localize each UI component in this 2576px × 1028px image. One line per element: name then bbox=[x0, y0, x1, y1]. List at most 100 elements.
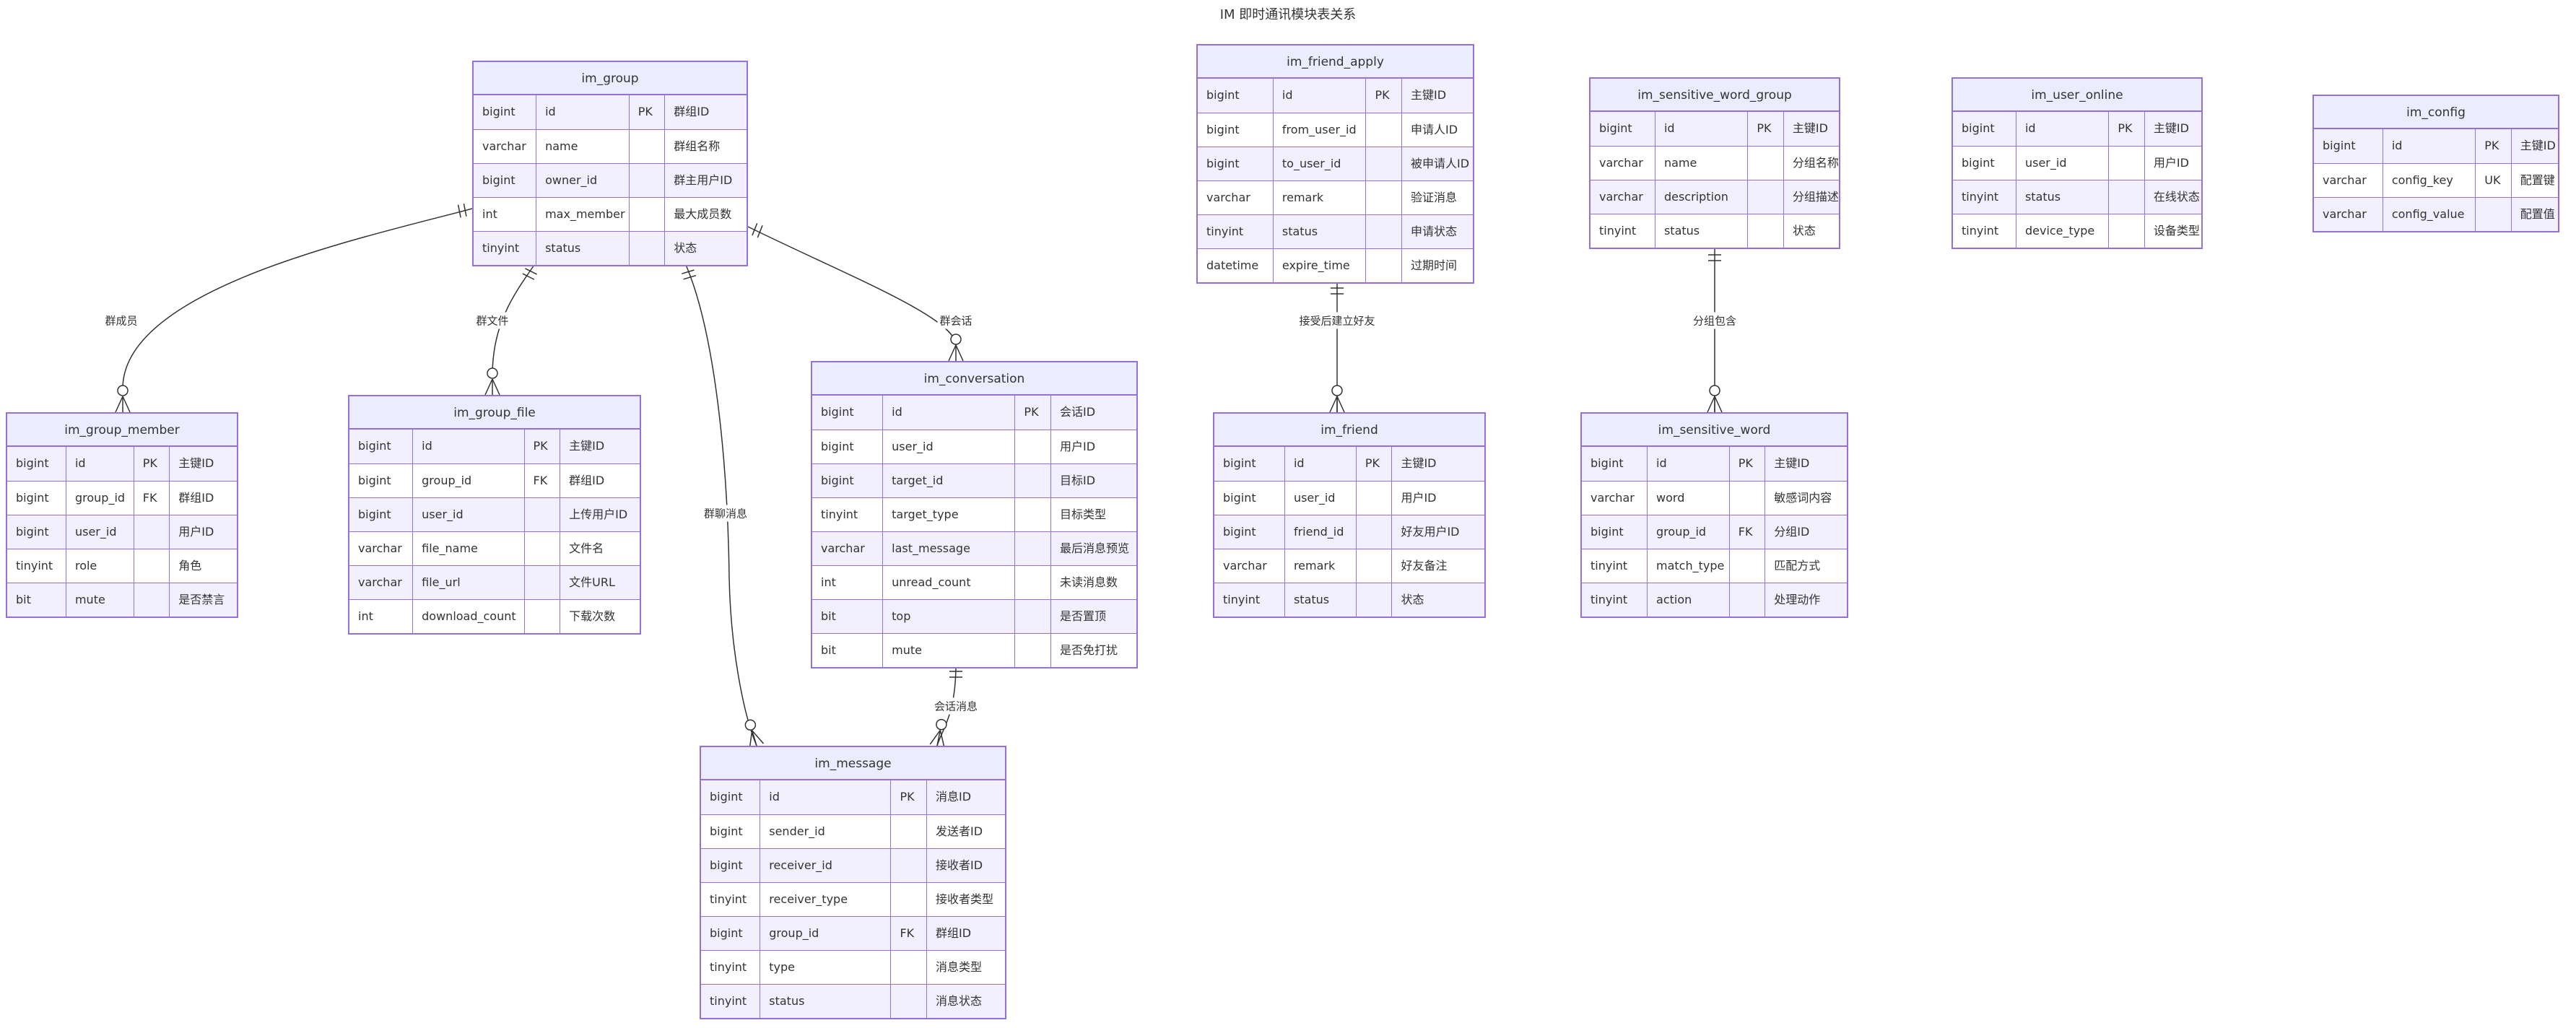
attr-comment: 主键ID bbox=[169, 447, 237, 481]
attr-type: varchar bbox=[1599, 156, 1643, 170]
crows-foot-line bbox=[749, 730, 753, 748]
attr-name: id bbox=[1647, 447, 1729, 481]
crows-foot-line bbox=[929, 729, 941, 745]
entity-name: im_sensitive_word bbox=[1582, 414, 1847, 447]
one-only-tick bbox=[757, 225, 763, 238]
attr-comment: 发送者ID bbox=[926, 815, 1005, 848]
attr-key bbox=[133, 549, 169, 583]
crows-foot-line bbox=[936, 730, 941, 746]
attr-name: user_id bbox=[1284, 482, 1356, 515]
entity-name: im_friend bbox=[1214, 414, 1484, 447]
attr-comment: 状态 bbox=[1783, 214, 1839, 248]
attr-key: PK bbox=[2475, 129, 2510, 163]
attr-type: tinyint bbox=[1206, 225, 1244, 238]
attr-comment: 匹配方式 bbox=[1765, 549, 1847, 583]
attr-key bbox=[2108, 214, 2144, 248]
attr-type: tinyint bbox=[1223, 593, 1261, 606]
attr-key: PK bbox=[1365, 79, 1401, 113]
attr-type: tinyint bbox=[1591, 593, 1628, 606]
attr-type: bigint bbox=[1206, 123, 1240, 136]
attr-key bbox=[523, 532, 560, 565]
attr-name: match_type bbox=[1647, 549, 1729, 583]
attr-type: tinyint bbox=[482, 241, 520, 255]
attr-name: file_name bbox=[412, 532, 523, 565]
attr-key: FK bbox=[523, 464, 560, 497]
attr-name: owner_id bbox=[536, 164, 629, 197]
attr-comment: 用户ID bbox=[1050, 430, 1136, 463]
attr-key bbox=[523, 566, 560, 599]
attr-type: tinyint bbox=[1599, 224, 1637, 238]
attr-comment: 消息状态 bbox=[926, 985, 1005, 1018]
relationship-label-conversation-messages: 会话消息 bbox=[931, 697, 980, 715]
attr-name: status bbox=[2015, 180, 2108, 214]
attr-key: PK bbox=[890, 780, 926, 814]
attr-type: bigint bbox=[1591, 525, 1624, 539]
attr-name: group_id bbox=[1647, 515, 1729, 549]
attr-comment: 用户ID bbox=[2144, 147, 2201, 180]
crows-foot-line bbox=[484, 378, 493, 396]
relationship-label-group-messages: 群聊消息 bbox=[701, 505, 750, 522]
attr-comment: 主键ID bbox=[1765, 447, 1847, 481]
attr-comment: 群主用户ID bbox=[664, 164, 747, 197]
attr-type: bigint bbox=[1223, 525, 1256, 539]
relationship-label-friend-apply: 接受后建立好友 bbox=[1297, 312, 1378, 329]
zero-circle bbox=[1331, 385, 1343, 396]
attr-type: bigint bbox=[1223, 491, 1256, 505]
attr-comment: 文件URL bbox=[560, 566, 640, 599]
attr-comment: 消息ID bbox=[926, 780, 1005, 814]
attr-comment: 好友备注 bbox=[1391, 549, 1484, 583]
entity-name: im_friend_apply bbox=[1198, 45, 1473, 79]
attr-name: word bbox=[1647, 482, 1729, 515]
attr-type: bigint bbox=[710, 824, 743, 838]
relationship-label-group-members: 群成员 bbox=[103, 312, 140, 329]
relationship-line-r5 bbox=[936, 663, 957, 746]
attr-key: PK bbox=[628, 95, 665, 129]
attr-type: bigint bbox=[1223, 456, 1256, 470]
attr-name: id bbox=[1654, 112, 1747, 146]
attr-type: bigint bbox=[358, 474, 391, 487]
zero-circle bbox=[487, 367, 498, 379]
attr-type: int bbox=[482, 207, 497, 221]
attr-type: tinyint bbox=[1962, 190, 1999, 204]
attr-key bbox=[133, 515, 169, 549]
attr-type: tinyint bbox=[16, 559, 53, 572]
attr-key bbox=[628, 198, 665, 231]
attr-comment: 接收者类型 bbox=[926, 883, 1005, 916]
attr-key bbox=[890, 985, 926, 1018]
attr-name: id bbox=[1284, 447, 1356, 481]
attr-comment: 是否禁言 bbox=[169, 583, 237, 617]
attr-comment: 会话ID bbox=[1050, 396, 1136, 430]
attr-type: bigint bbox=[1962, 121, 1995, 135]
attr-type: varchar bbox=[1206, 191, 1250, 204]
attr-type: bigint bbox=[358, 508, 391, 521]
attr-comment: 状态 bbox=[664, 232, 747, 265]
attr-comment: 主键ID bbox=[1783, 112, 1839, 146]
